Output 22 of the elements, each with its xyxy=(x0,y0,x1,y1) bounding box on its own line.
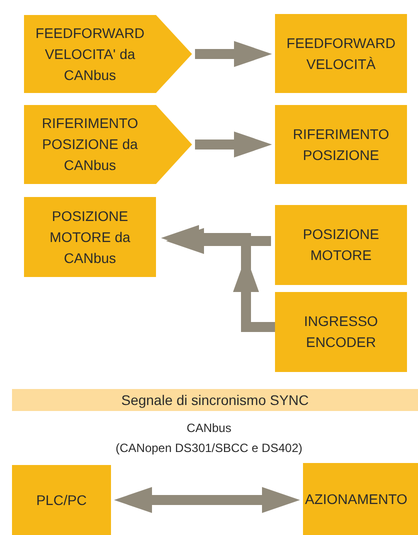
process-box xyxy=(275,105,407,184)
process-pentagon xyxy=(24,105,192,184)
header-band xyxy=(12,389,418,411)
node-label: PLC/PC xyxy=(36,490,87,510)
node-label: INGRESSO ENCODER xyxy=(303,312,379,352)
bus-label: (CANopen DS301/SBCC e DS402) xyxy=(114,441,304,455)
node-label: FEEDFORWARD VELOCITA' da CANbus xyxy=(34,24,146,84)
node-label: Segnale di sincronismo SYNC xyxy=(121,390,309,410)
process-box xyxy=(275,292,407,372)
bus-label: CANbus xyxy=(186,421,232,435)
process-pentagon xyxy=(24,15,192,93)
node-label: FEEDFORWARD VELOCITÀ xyxy=(286,34,396,74)
process-box xyxy=(12,465,111,535)
node-label: POSIZIONE MOTORE da CANbus xyxy=(48,206,132,268)
process-box xyxy=(303,463,418,535)
process-box xyxy=(275,205,407,285)
node-label: RIFERIMENTO POSIZIONE da CANbus xyxy=(40,114,140,175)
process-box xyxy=(275,14,407,93)
process-box xyxy=(24,197,156,277)
node-label: AZIONAMENTO xyxy=(305,490,408,508)
node-label: RIFERIMENTO POSIZIONE xyxy=(292,124,390,164)
node-label: POSIZIONE MOTORE xyxy=(302,225,380,265)
